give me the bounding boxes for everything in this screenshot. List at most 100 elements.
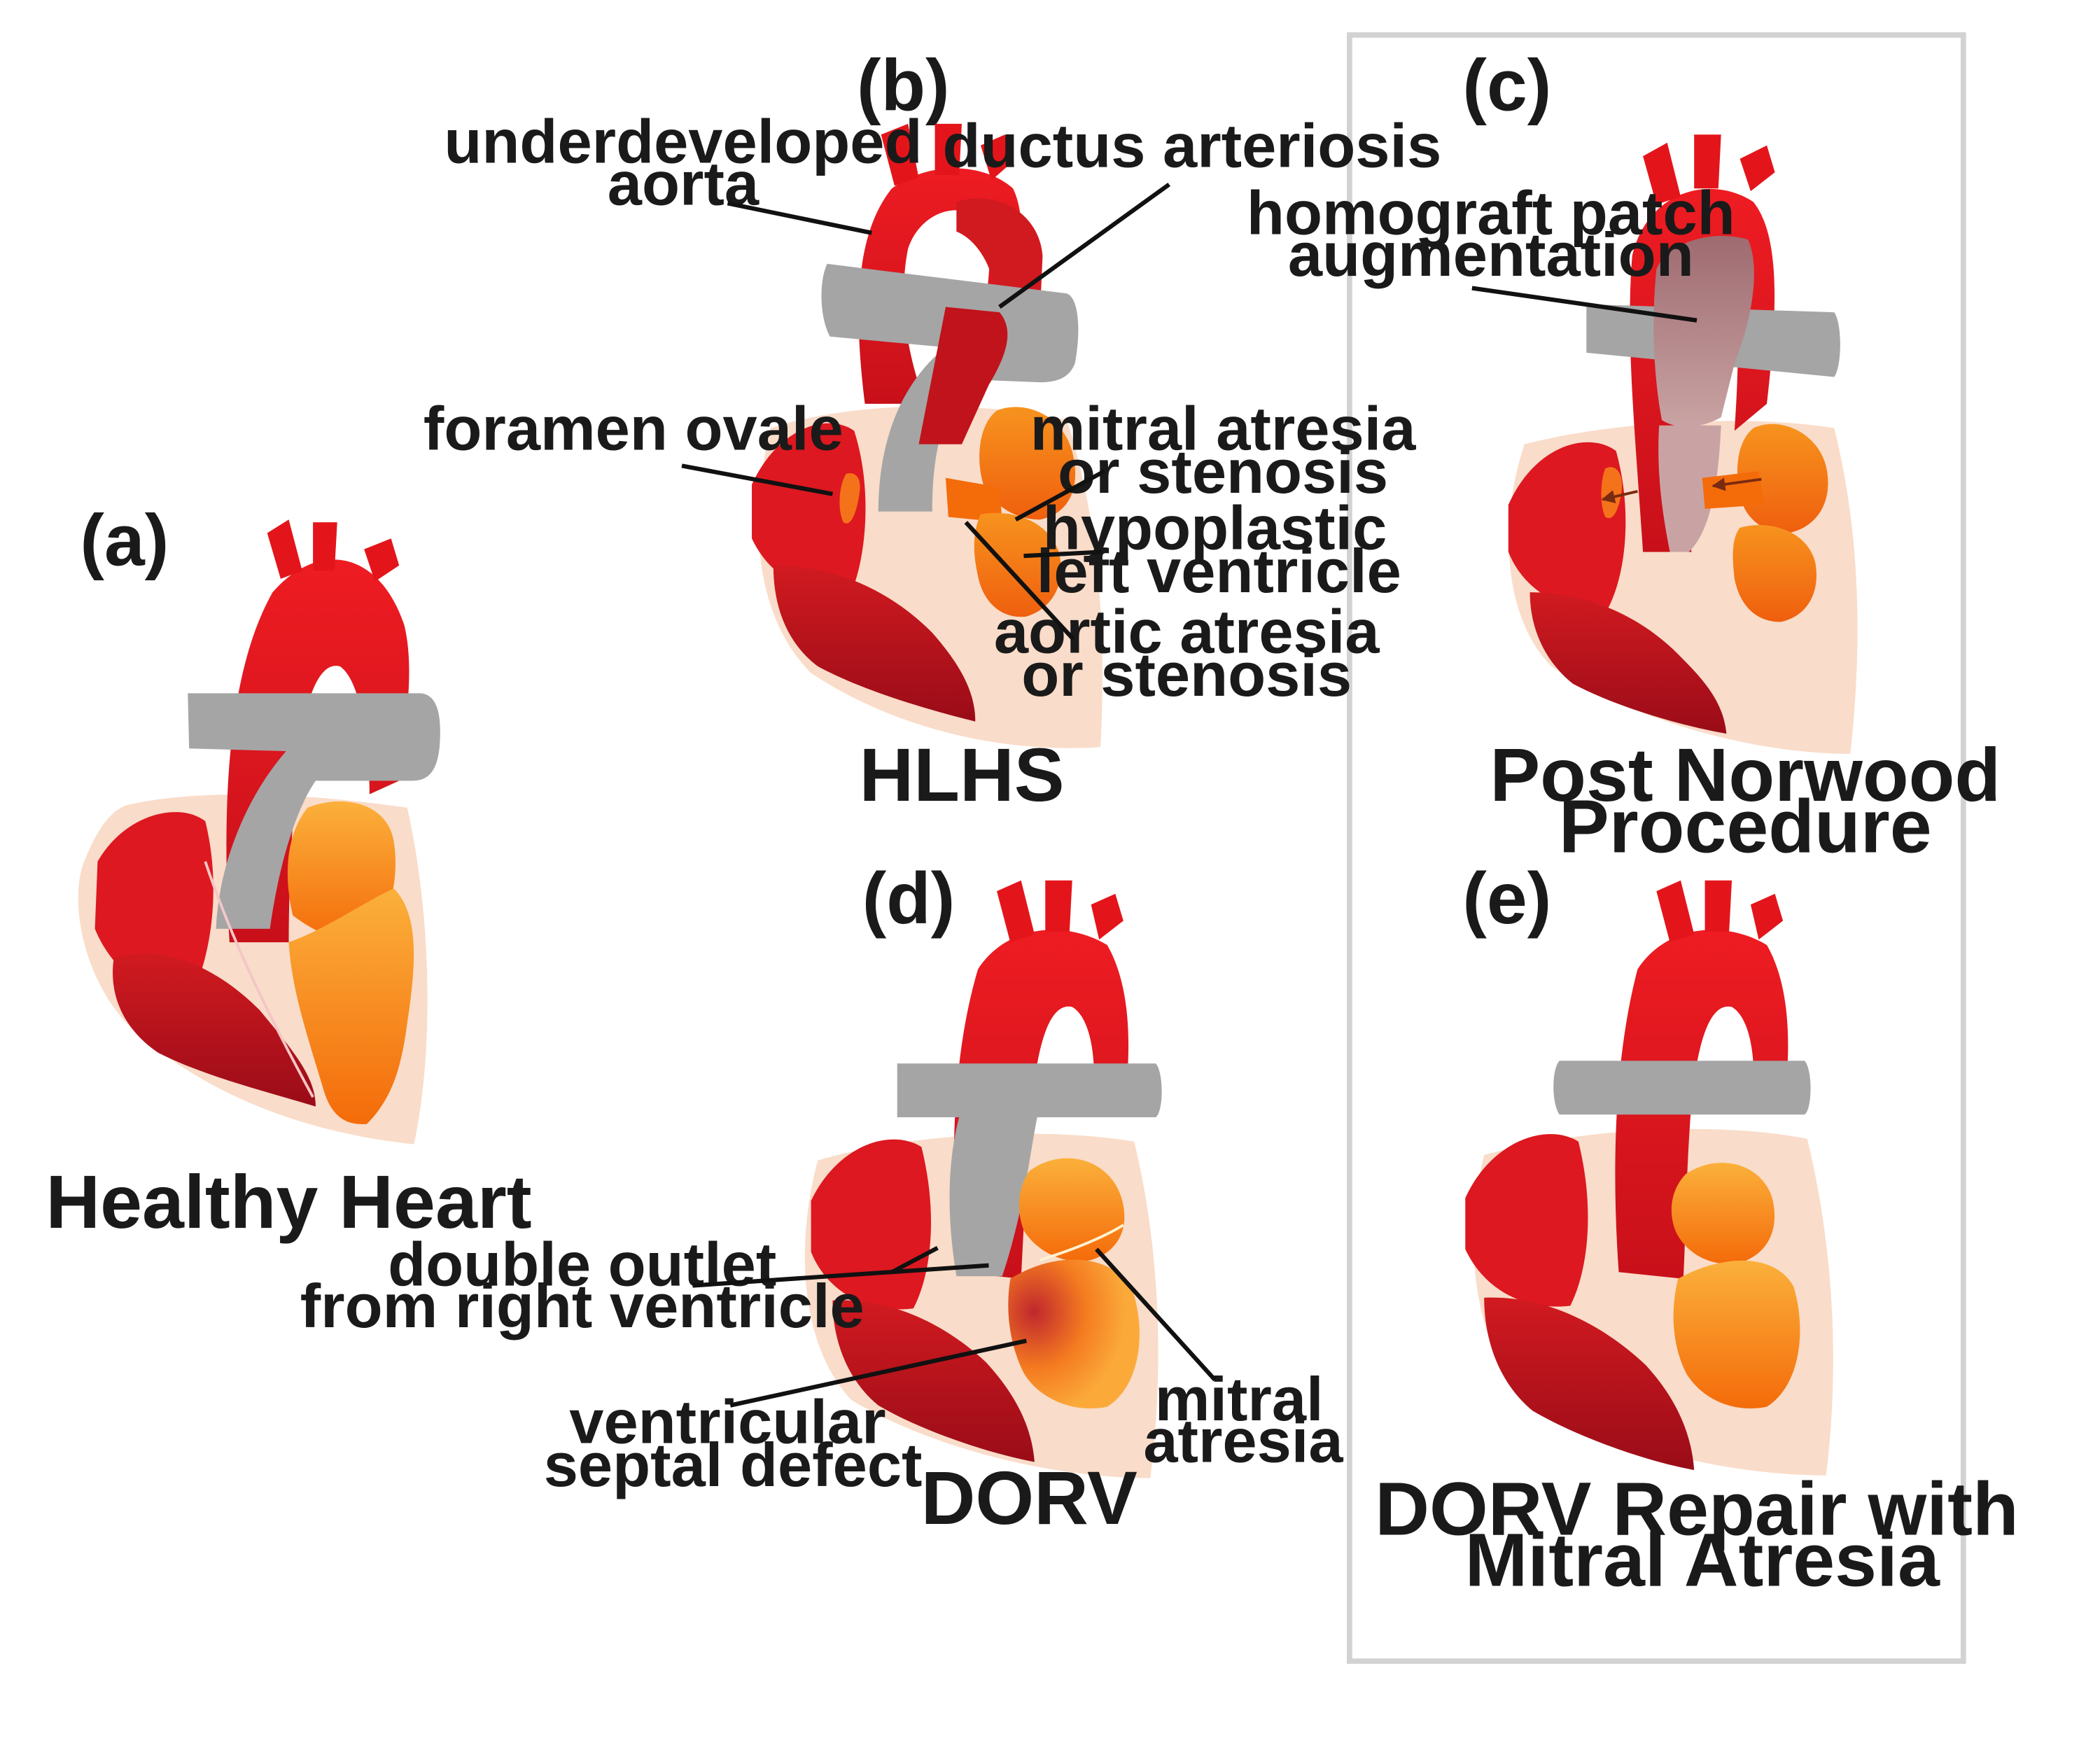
- aortic-branch-3: [364, 538, 400, 582]
- aortic-branch-2: [1694, 134, 1721, 189]
- left-ventricle: [1673, 1260, 1800, 1409]
- label-mitral-atresia: mitral: [1155, 1364, 1324, 1434]
- aortic-branch-2: [313, 522, 337, 571]
- label-foramen-ovale: foramen ovale: [424, 393, 844, 463]
- aortic-branch-3: [1091, 893, 1124, 940]
- right-atrium: [1465, 1134, 1588, 1307]
- leader-homograft-patch: [1471, 286, 1698, 323]
- label-homograft-patch-augmentation: homograft patch: [1247, 178, 1735, 248]
- aorta: [1615, 930, 1788, 1279]
- hypoplastic-left-ventricle: [974, 512, 1061, 617]
- pulmonary-artery: [1553, 1060, 1811, 1115]
- panel-c-title-line2: Procedure: [1559, 784, 1932, 868]
- aortic-branch-3: [980, 134, 1014, 181]
- panel-a: (a) Healthy Heart: [46, 500, 531, 1244]
- left-atrium: [979, 407, 1076, 520]
- leader-ductus-arteriosis: [998, 182, 1170, 309]
- panel-c-title: Post Norwood: [1490, 733, 2001, 817]
- homograft-patch-lower: [1658, 425, 1721, 552]
- aortic-branch-2: [1704, 880, 1732, 932]
- right-ventricle: [832, 1300, 1035, 1462]
- panel-b-label: (b): [857, 46, 950, 127]
- aortic-branch-1: [997, 880, 1035, 943]
- left-atrium: [1671, 1163, 1775, 1264]
- leader-aortic-atresia: [964, 521, 1075, 641]
- aortic-branch-2: [1045, 880, 1072, 932]
- left-ventricle: [288, 888, 414, 1124]
- hlhs-heart-illustration: [752, 123, 1102, 748]
- label-ductus-arteriosis: ductus arteriosis: [943, 111, 1442, 180]
- label-underdeveloped-aorta: underdeveloped: [444, 107, 922, 176]
- panel-e-title-line2: Mitral Atresia: [1465, 1518, 1940, 1602]
- leader-mitral-atresia: [1014, 469, 1106, 522]
- procedures-box: [1347, 32, 1966, 1664]
- panel-c: (c) Post Norwood Procedure homograft pat…: [1247, 46, 2001, 869]
- leader-double-outlet-2: [890, 1245, 939, 1275]
- label-double-outlet-line2: from right ventricle: [300, 1271, 864, 1340]
- healthy-heart-illustration: [78, 519, 440, 1144]
- panel-a-title: Healthy Heart: [46, 1160, 531, 1244]
- septum-line: [204, 861, 314, 1098]
- aortic-branch-1: [267, 519, 302, 579]
- label-ventricular-septal-defect: ventricular: [569, 1387, 886, 1457]
- panel-e-title: DORV Repair with: [1375, 1466, 2019, 1550]
- panel-b-title: HLHS: [859, 733, 1064, 817]
- label-ventricular-septal-defect-line2: septal defect: [544, 1430, 923, 1499]
- aortic-branch-1: [881, 123, 919, 186]
- panel-d-title: DORV: [921, 1456, 1138, 1540]
- left-atrium: [1018, 1158, 1125, 1261]
- homograft-patch: [1653, 235, 1754, 427]
- panel-d-label: (d): [862, 858, 955, 939]
- dorv-heart-illustration: [804, 880, 1162, 1478]
- aortic-branch-3: [1750, 893, 1784, 940]
- right-ventricle: [113, 953, 316, 1107]
- mitral-valve-region: [945, 477, 1002, 523]
- right-atrium: [752, 423, 866, 594]
- leader-ventricular-septal-defect: [729, 1338, 1028, 1408]
- ductus-arteriosus: [956, 198, 1043, 316]
- left-atrium: [1737, 424, 1828, 533]
- pulmonary-artery: [897, 1063, 1162, 1277]
- panel-e-label: (e): [1462, 858, 1551, 939]
- label-homograft-patch-augmentation-line2: augmentation: [1288, 220, 1694, 289]
- aortic-branch-3: [1740, 145, 1775, 192]
- panel-d: (d) DORV double outlet from right ventri…: [300, 858, 1344, 1540]
- label-hypoplastic-left-ventricle-line2: left ventricle: [1037, 536, 1401, 606]
- leader-foramen-ovale: [681, 463, 833, 496]
- label-double-outlet: double outlet: [388, 1230, 776, 1299]
- right-ventricle: [1484, 1297, 1695, 1470]
- label-mitral-atresia-or-stenosis: mitral atresia: [1030, 393, 1416, 463]
- right-ventricle: [773, 565, 976, 722]
- leader-underdeveloped-aorta: [727, 201, 872, 235]
- label-underdeveloped-aorta-line2: aorta: [608, 148, 760, 218]
- flow-arrow-right: [1712, 477, 1762, 491]
- panel-e: (e) DORV Repair with Mitral Atresia: [1375, 858, 2019, 1602]
- underdeveloped-aorta: [858, 168, 1022, 404]
- mitral-valve-line: [1040, 1224, 1124, 1261]
- leader-mitral-atresia: [1095, 1247, 1217, 1382]
- aortic-branch-1: [1656, 880, 1695, 943]
- leader-double-outlet: [692, 1263, 989, 1288]
- panel-c-label: (c): [1462, 46, 1551, 127]
- right-atrium: [94, 812, 214, 997]
- label-aortic-atresia-or-stenosis-line2: or stenosis: [1021, 640, 1352, 709]
- right-ventricle: [1530, 592, 1727, 734]
- leader-hypoplastic-left-ventricle: [1023, 550, 1102, 559]
- interatrial-flow: [1702, 471, 1765, 509]
- post-norwood-heart-illustration: [1508, 134, 1858, 754]
- main-pulmonary-segment: [918, 307, 1008, 444]
- panel-a-label: (a): [80, 500, 169, 582]
- dorv-repair-heart-illustration: [1465, 880, 1833, 1476]
- flow-arrow-left: [1601, 490, 1638, 503]
- hypoplastic-left-ventricle: [1732, 525, 1816, 622]
- label-mitral-atresia-or-stenosis-line2: or stenosis: [1058, 437, 1388, 506]
- aortic-branch-1: [1643, 142, 1681, 205]
- aortic-branch-2: [934, 123, 962, 175]
- label-aortic-atresia-or-stenosis: aortic atresia: [994, 597, 1380, 666]
- pulmonary-artery: [188, 693, 440, 929]
- ventricular-septal-defect-region: [1008, 1259, 1140, 1409]
- foramen-ovale: [839, 472, 860, 524]
- panel-b: (b) HLHS underdeveloped aorta ductus art…: [424, 46, 1441, 818]
- right-atrium: [1508, 442, 1626, 610]
